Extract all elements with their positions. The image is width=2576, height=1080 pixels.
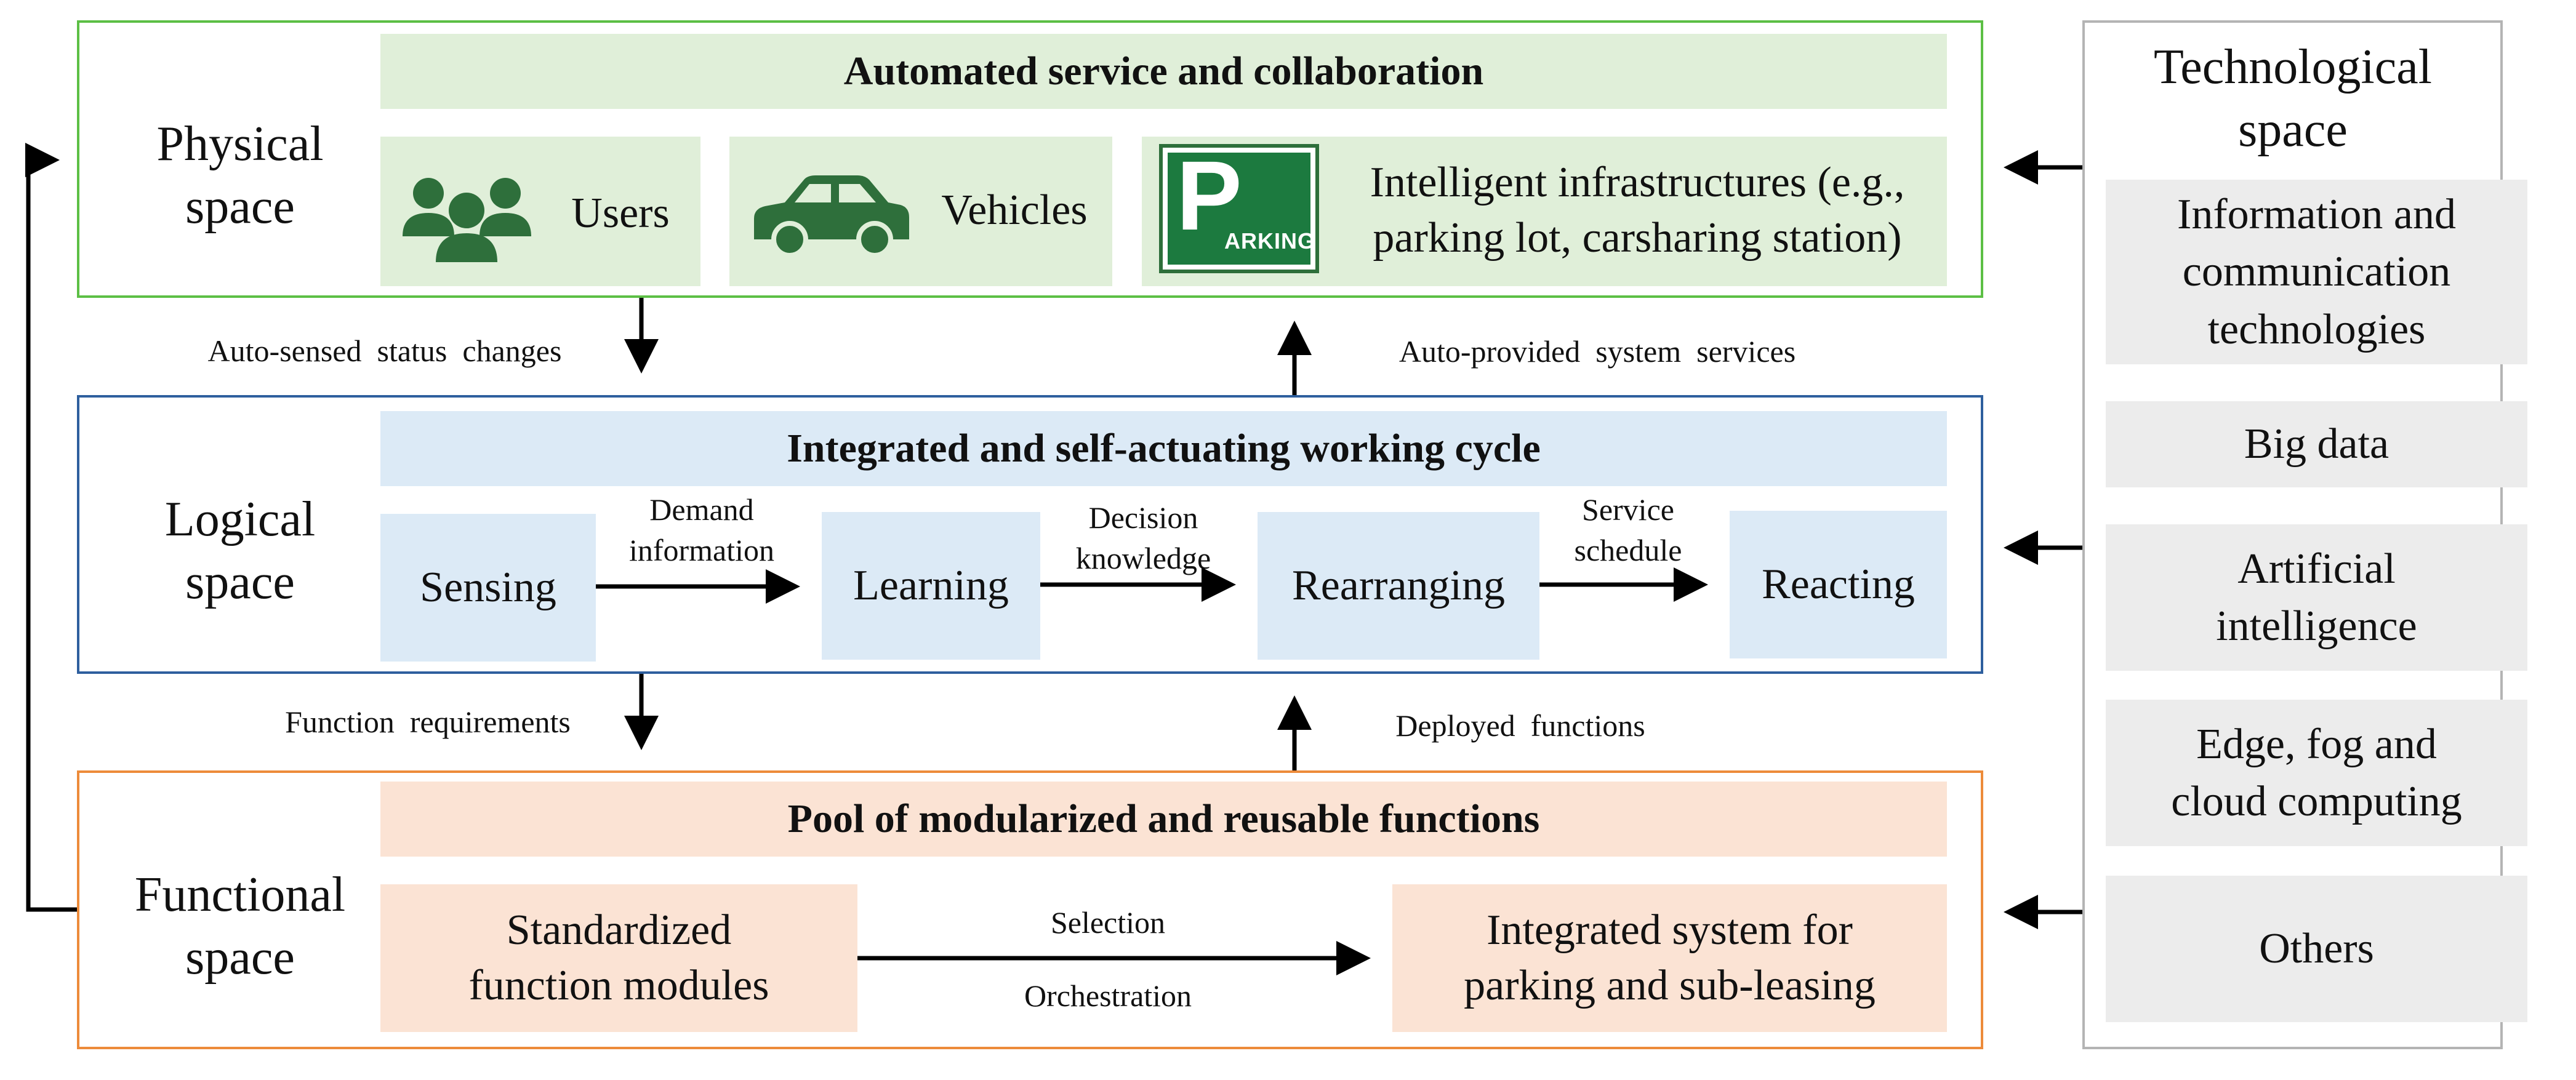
users-label: Users <box>571 190 670 238</box>
technological-space-title: Technological space <box>2154 39 2432 157</box>
tech-ict: Information and communication technologi… <box>2106 180 2527 364</box>
flow-demand-information: Demand information <box>628 492 775 567</box>
functional-banner: Pool of modularized and reusable functio… <box>380 782 1947 857</box>
functional-space-label: Functional space <box>134 867 346 985</box>
parking-sign-text: ARKING <box>1224 228 1315 254</box>
tech-artificial-intelligence: Artificial intelligence <box>2106 524 2527 671</box>
label-deployed-functions: Deployed functions <box>1395 708 1645 743</box>
tech-others: Others <box>2106 876 2527 1022</box>
flow-selection: Selection <box>1050 905 1166 940</box>
step-sensing: Sensing <box>380 514 596 662</box>
physical-space-label: Physical space <box>156 116 324 234</box>
step-rearranging: Rearranging <box>1258 512 1539 660</box>
step-reacting: Reacting <box>1730 511 1947 658</box>
flow-orchestration: Orchestration <box>1024 978 1192 1013</box>
label-function-requirements: Function requirements <box>285 705 571 739</box>
step-learning: Learning <box>822 512 1040 660</box>
parking-sign-icon: P ARKING <box>1159 144 1319 273</box>
users-icon <box>403 178 531 262</box>
flow-service-schedule: Service schedule <box>1574 492 1682 567</box>
vehicles-box: Vehicles <box>729 137 1112 286</box>
users-box: Users <box>380 137 700 286</box>
vehicles-label: Vehicles <box>941 186 1088 234</box>
parking-sign-letter: P <box>1176 140 1242 250</box>
label-auto-sensed-status-changes: Auto-sensed status changes <box>207 334 562 368</box>
physical-banner: Automated service and collaboration <box>380 34 1947 109</box>
logical-banner: Integrated and self-actuating working cy… <box>380 411 1947 486</box>
tech-edge-fog-cloud: Edge, fog and cloud computing <box>2106 700 2527 846</box>
tech-big-data: Big data <box>2106 401 2527 487</box>
flow-decision-knowledge: Decision knowledge <box>1075 500 1211 575</box>
label-auto-provided-system-services: Auto-provided system services <box>1398 334 1796 369</box>
infrastructure-label: Intelligent infrastructures (e.g., parki… <box>1370 159 1905 262</box>
logical-space-label: Logical space <box>164 492 316 609</box>
integrated-system: Integrated system for parking and sub-le… <box>1392 884 1947 1032</box>
arrow-feedback-loop <box>25 143 77 912</box>
infrastructure-box: P ARKING Intelligent infrastructures (e.… <box>1142 137 1947 286</box>
standardized-function-modules: Standardized function modules <box>380 884 857 1032</box>
car-icon <box>754 175 909 257</box>
